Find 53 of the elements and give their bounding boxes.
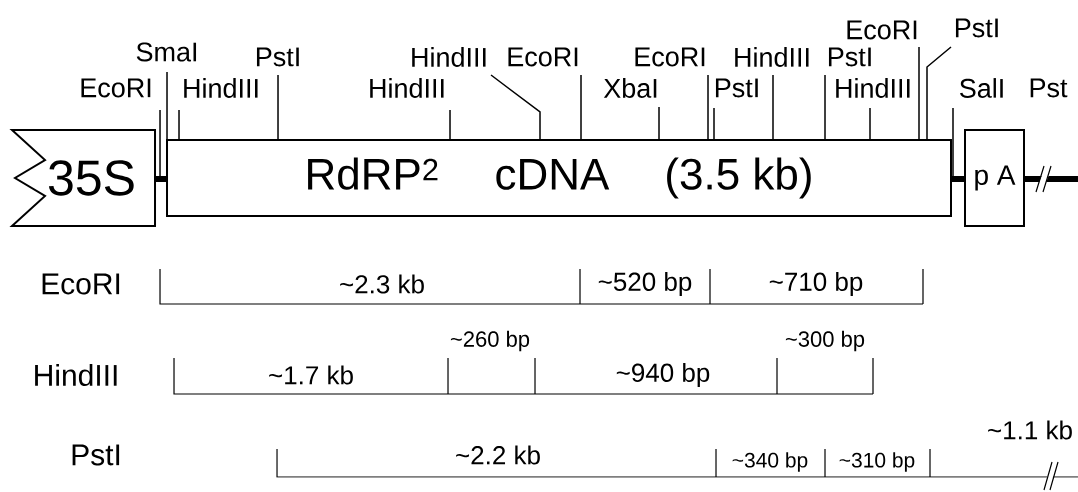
leader-line [166, 71, 168, 179]
site-label: PstI [955, 18, 998, 38]
site-label: PstI [715, 78, 758, 98]
site-label: SmaI [136, 42, 197, 62]
site-label: EcoRI [508, 47, 578, 67]
leader-line [713, 107, 715, 140]
leader-line [178, 109, 180, 140]
leader-line [918, 46, 920, 140]
site-label: EcoRI [81, 78, 151, 98]
fragment-size: ~2.2 kb [456, 445, 540, 465]
site-label: HindIII [836, 78, 910, 98]
leader-line [159, 109, 161, 179]
leader-line [580, 74, 582, 140]
leader-line [449, 109, 451, 140]
leader-line [824, 74, 826, 140]
connector-line [1025, 176, 1078, 182]
leader-line [658, 106, 660, 140]
site-label: HindIII [735, 47, 809, 67]
connector-line [155, 176, 166, 182]
fragment-size: ~310 bp [839, 452, 915, 472]
row-label: EcoRI [42, 273, 120, 295]
leader-line [707, 74, 709, 140]
fragment-size: ~1.7 kb [269, 365, 353, 385]
site-label: SalI [959, 78, 1003, 98]
fragment-size: ~2.3 kb [340, 274, 424, 294]
fragment-size: ~1.1 kb [988, 420, 1072, 440]
leader-line [952, 107, 954, 179]
fragment-size: ~710 bp [769, 271, 863, 297]
promoter-box: 35S [9, 129, 156, 227]
site-label: HindIII [184, 78, 258, 98]
site-label: PstI [828, 47, 871, 67]
polya-box: p A [964, 129, 1025, 227]
fragment-size: ~520 bp [598, 271, 692, 297]
leader-line [490, 74, 541, 140]
site-label: Pst [1030, 78, 1068, 98]
fragment-size: ~260 bp [450, 330, 530, 352]
site-label: HindIII [370, 78, 444, 98]
leader-line [772, 74, 774, 140]
site-label: XbaI [603, 78, 657, 98]
leader-line [926, 46, 952, 140]
connector-line [952, 176, 964, 182]
fragment-size: ~340 bp [732, 452, 808, 472]
site-label: EcoRI [847, 20, 917, 40]
row-label: HindIII [35, 364, 117, 386]
fragment-size: ~940 bp [616, 362, 710, 388]
site-label: PstI [256, 47, 299, 67]
leader-line [277, 74, 279, 140]
leader-line [869, 107, 871, 140]
site-label: HindIII [412, 47, 486, 67]
site-label: EcoRI [635, 47, 705, 67]
fragment-size: ~300 bp [785, 330, 865, 352]
cdna-box: RdRP$^{2}$ cDNA (3.5 kb) [166, 139, 952, 217]
row-label: PstI [72, 444, 120, 466]
